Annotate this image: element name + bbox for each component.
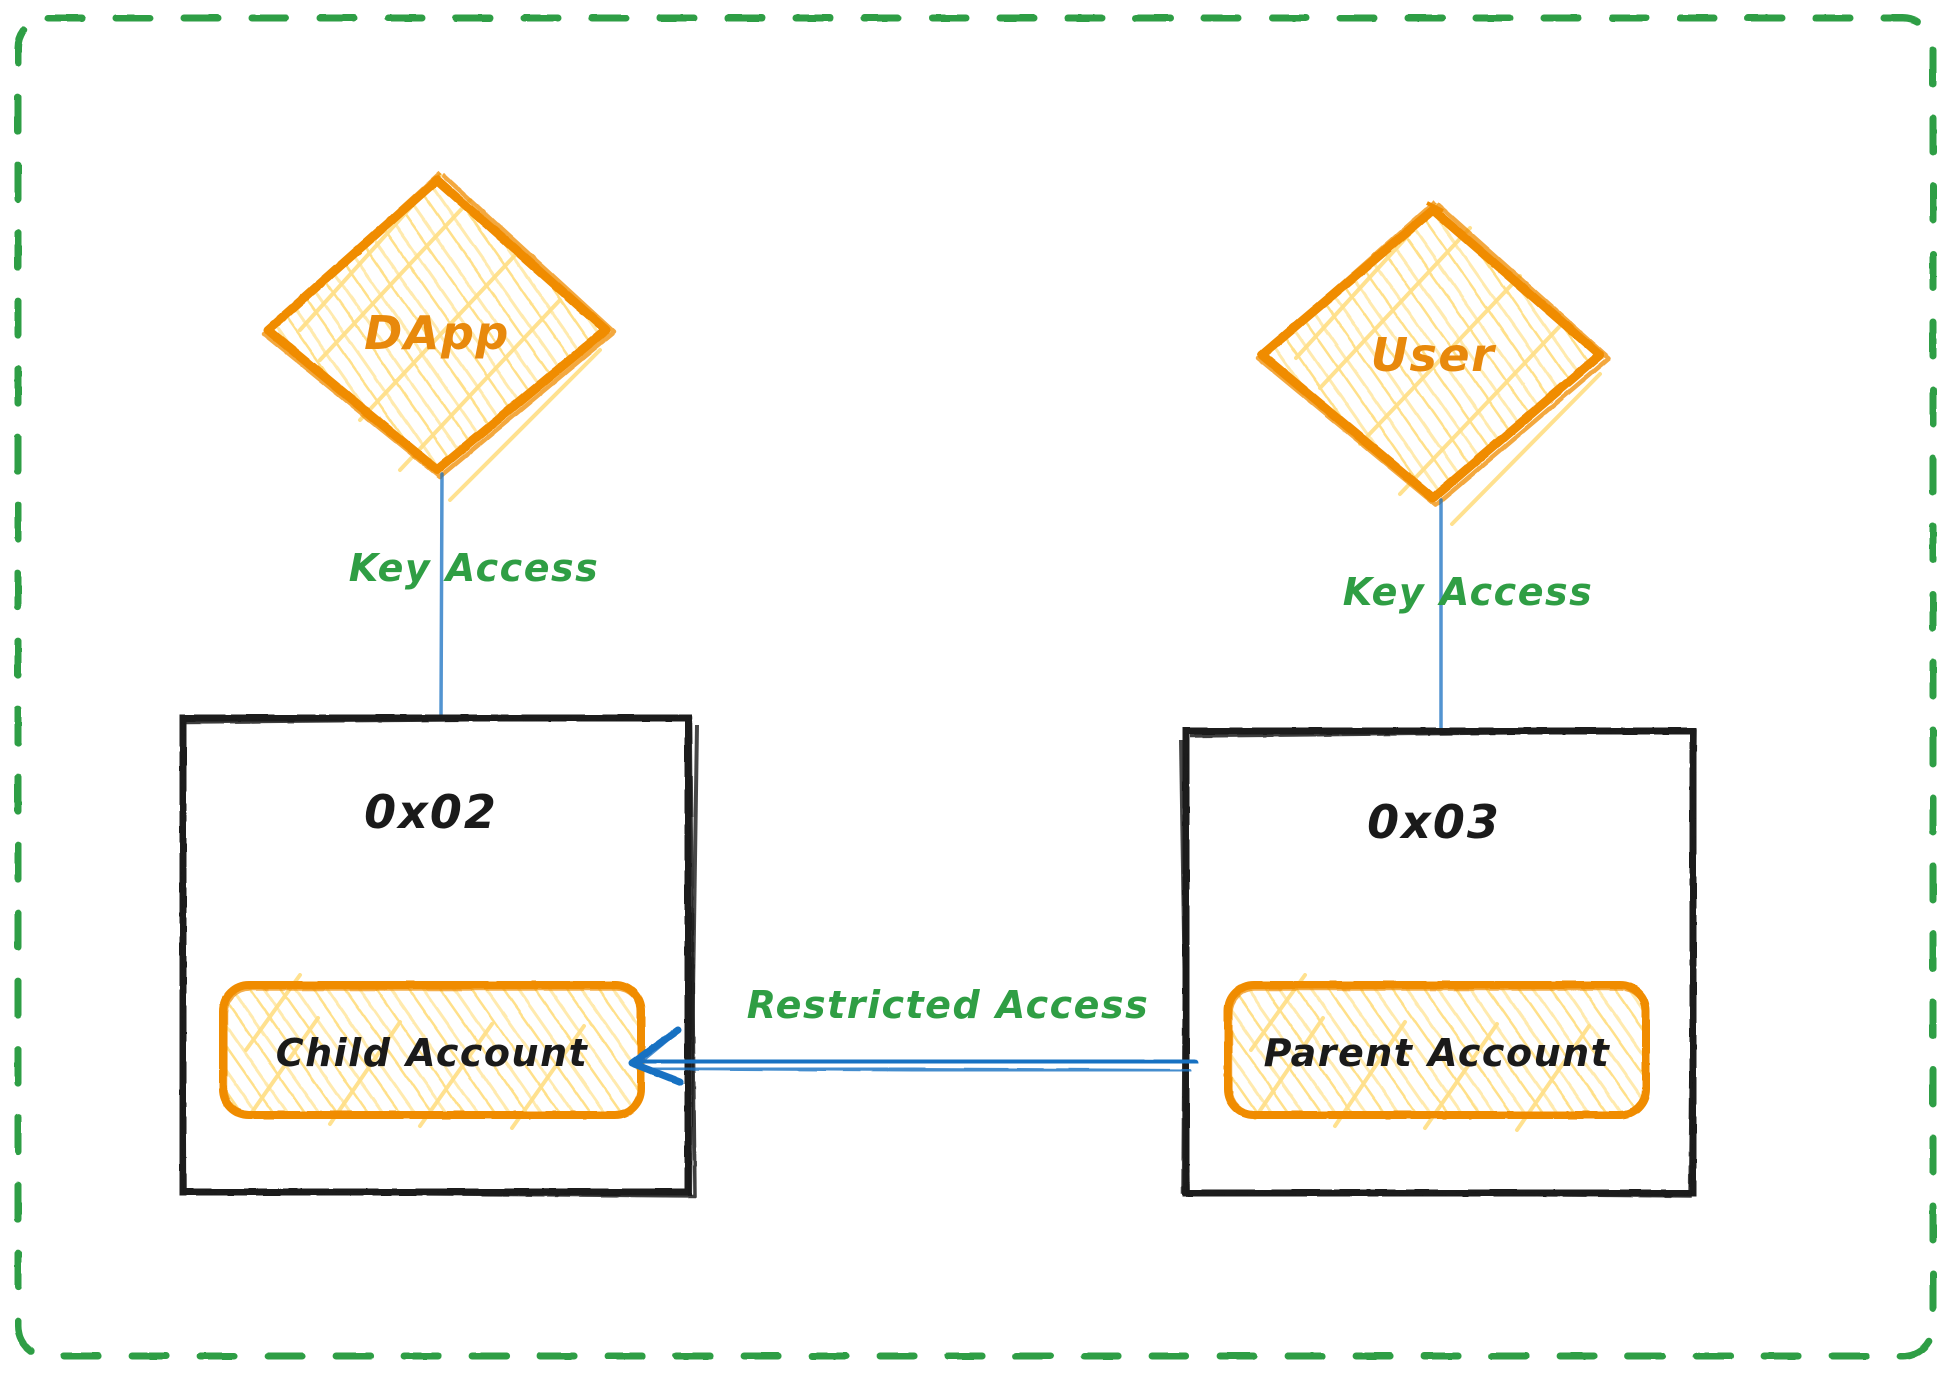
- user-diamond[interactable]: [1255, 200, 1612, 526]
- child-account-node[interactable]: [219, 973, 645, 1130]
- dapp-label: DApp: [364, 306, 510, 360]
- child-account-label: Child Account: [275, 1031, 589, 1075]
- dapp-diamond[interactable]: [261, 171, 617, 502]
- edge-parent-to-child-restricted[interactable]: [628, 1026, 1199, 1086]
- parent-account-node[interactable]: [1224, 973, 1650, 1132]
- account-0x02-label: 0x02: [364, 785, 498, 839]
- account-0x03-label: 0x03: [1367, 795, 1501, 849]
- edge-label-key-access-dapp: Key Access: [348, 546, 600, 590]
- edge-label-key-access-user: Key Access: [1342, 570, 1594, 614]
- dashed-boundary: [14, 14, 1937, 1360]
- edge-label-restricted-access: Restricted Access: [746, 983, 1150, 1027]
- edge-user-to-parent-account[interactable]: [1429, 494, 1443, 738]
- edge-dapp-to-child-account[interactable]: [431, 466, 444, 722]
- user-label: User: [1370, 328, 1496, 382]
- parent-account-label: Parent Account: [1263, 1031, 1611, 1075]
